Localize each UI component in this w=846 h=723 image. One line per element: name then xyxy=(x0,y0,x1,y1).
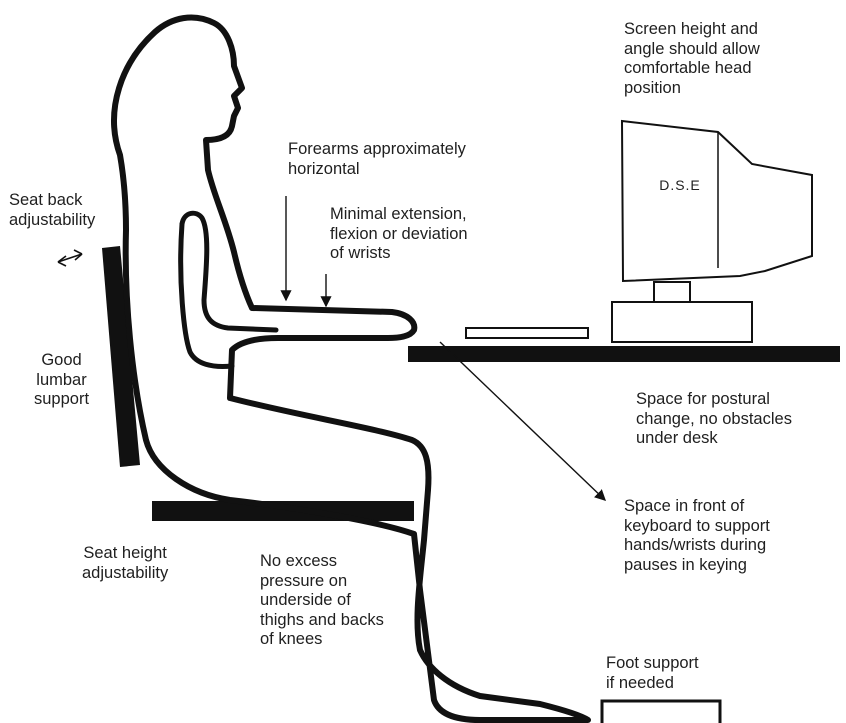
monitor-screen xyxy=(620,119,813,283)
keyboard-space-label: Space in front of keyboard to support ha… xyxy=(624,497,770,574)
screen-height-label: Screen height and angle should allow com… xyxy=(624,20,760,97)
foot-support-label: Foot support if needed xyxy=(606,654,699,692)
footrest xyxy=(600,699,722,723)
desk-surface xyxy=(408,346,840,362)
chair-backrest xyxy=(102,246,140,467)
lumbar-support-label: Good lumbar support xyxy=(34,351,90,408)
arm-lower-outline xyxy=(178,221,235,369)
monitor xyxy=(611,119,813,343)
person-outline xyxy=(111,14,591,723)
arm-outline xyxy=(179,210,279,333)
seat-back-label: Seat back adjustability xyxy=(9,191,96,229)
seat-back-adjust-arrow xyxy=(57,249,83,267)
postural-space-label: Space for postural change, no obstacles … xyxy=(636,390,792,447)
monitor-label: D.S.E xyxy=(659,177,701,193)
keyboard-space-arrow xyxy=(439,341,607,501)
monitor-neck xyxy=(653,281,691,303)
thigh-pressure-label: No excess pressure on underside of thigh… xyxy=(260,552,384,648)
forearms-label: Forearms approximately horizontal xyxy=(288,140,466,178)
monitor-base xyxy=(611,301,753,343)
wrist-extension-label: Minimal extension, flexion or deviation … xyxy=(330,205,468,262)
keyboard xyxy=(465,327,589,339)
seat-height-label: Seat height adjustability xyxy=(82,544,169,582)
